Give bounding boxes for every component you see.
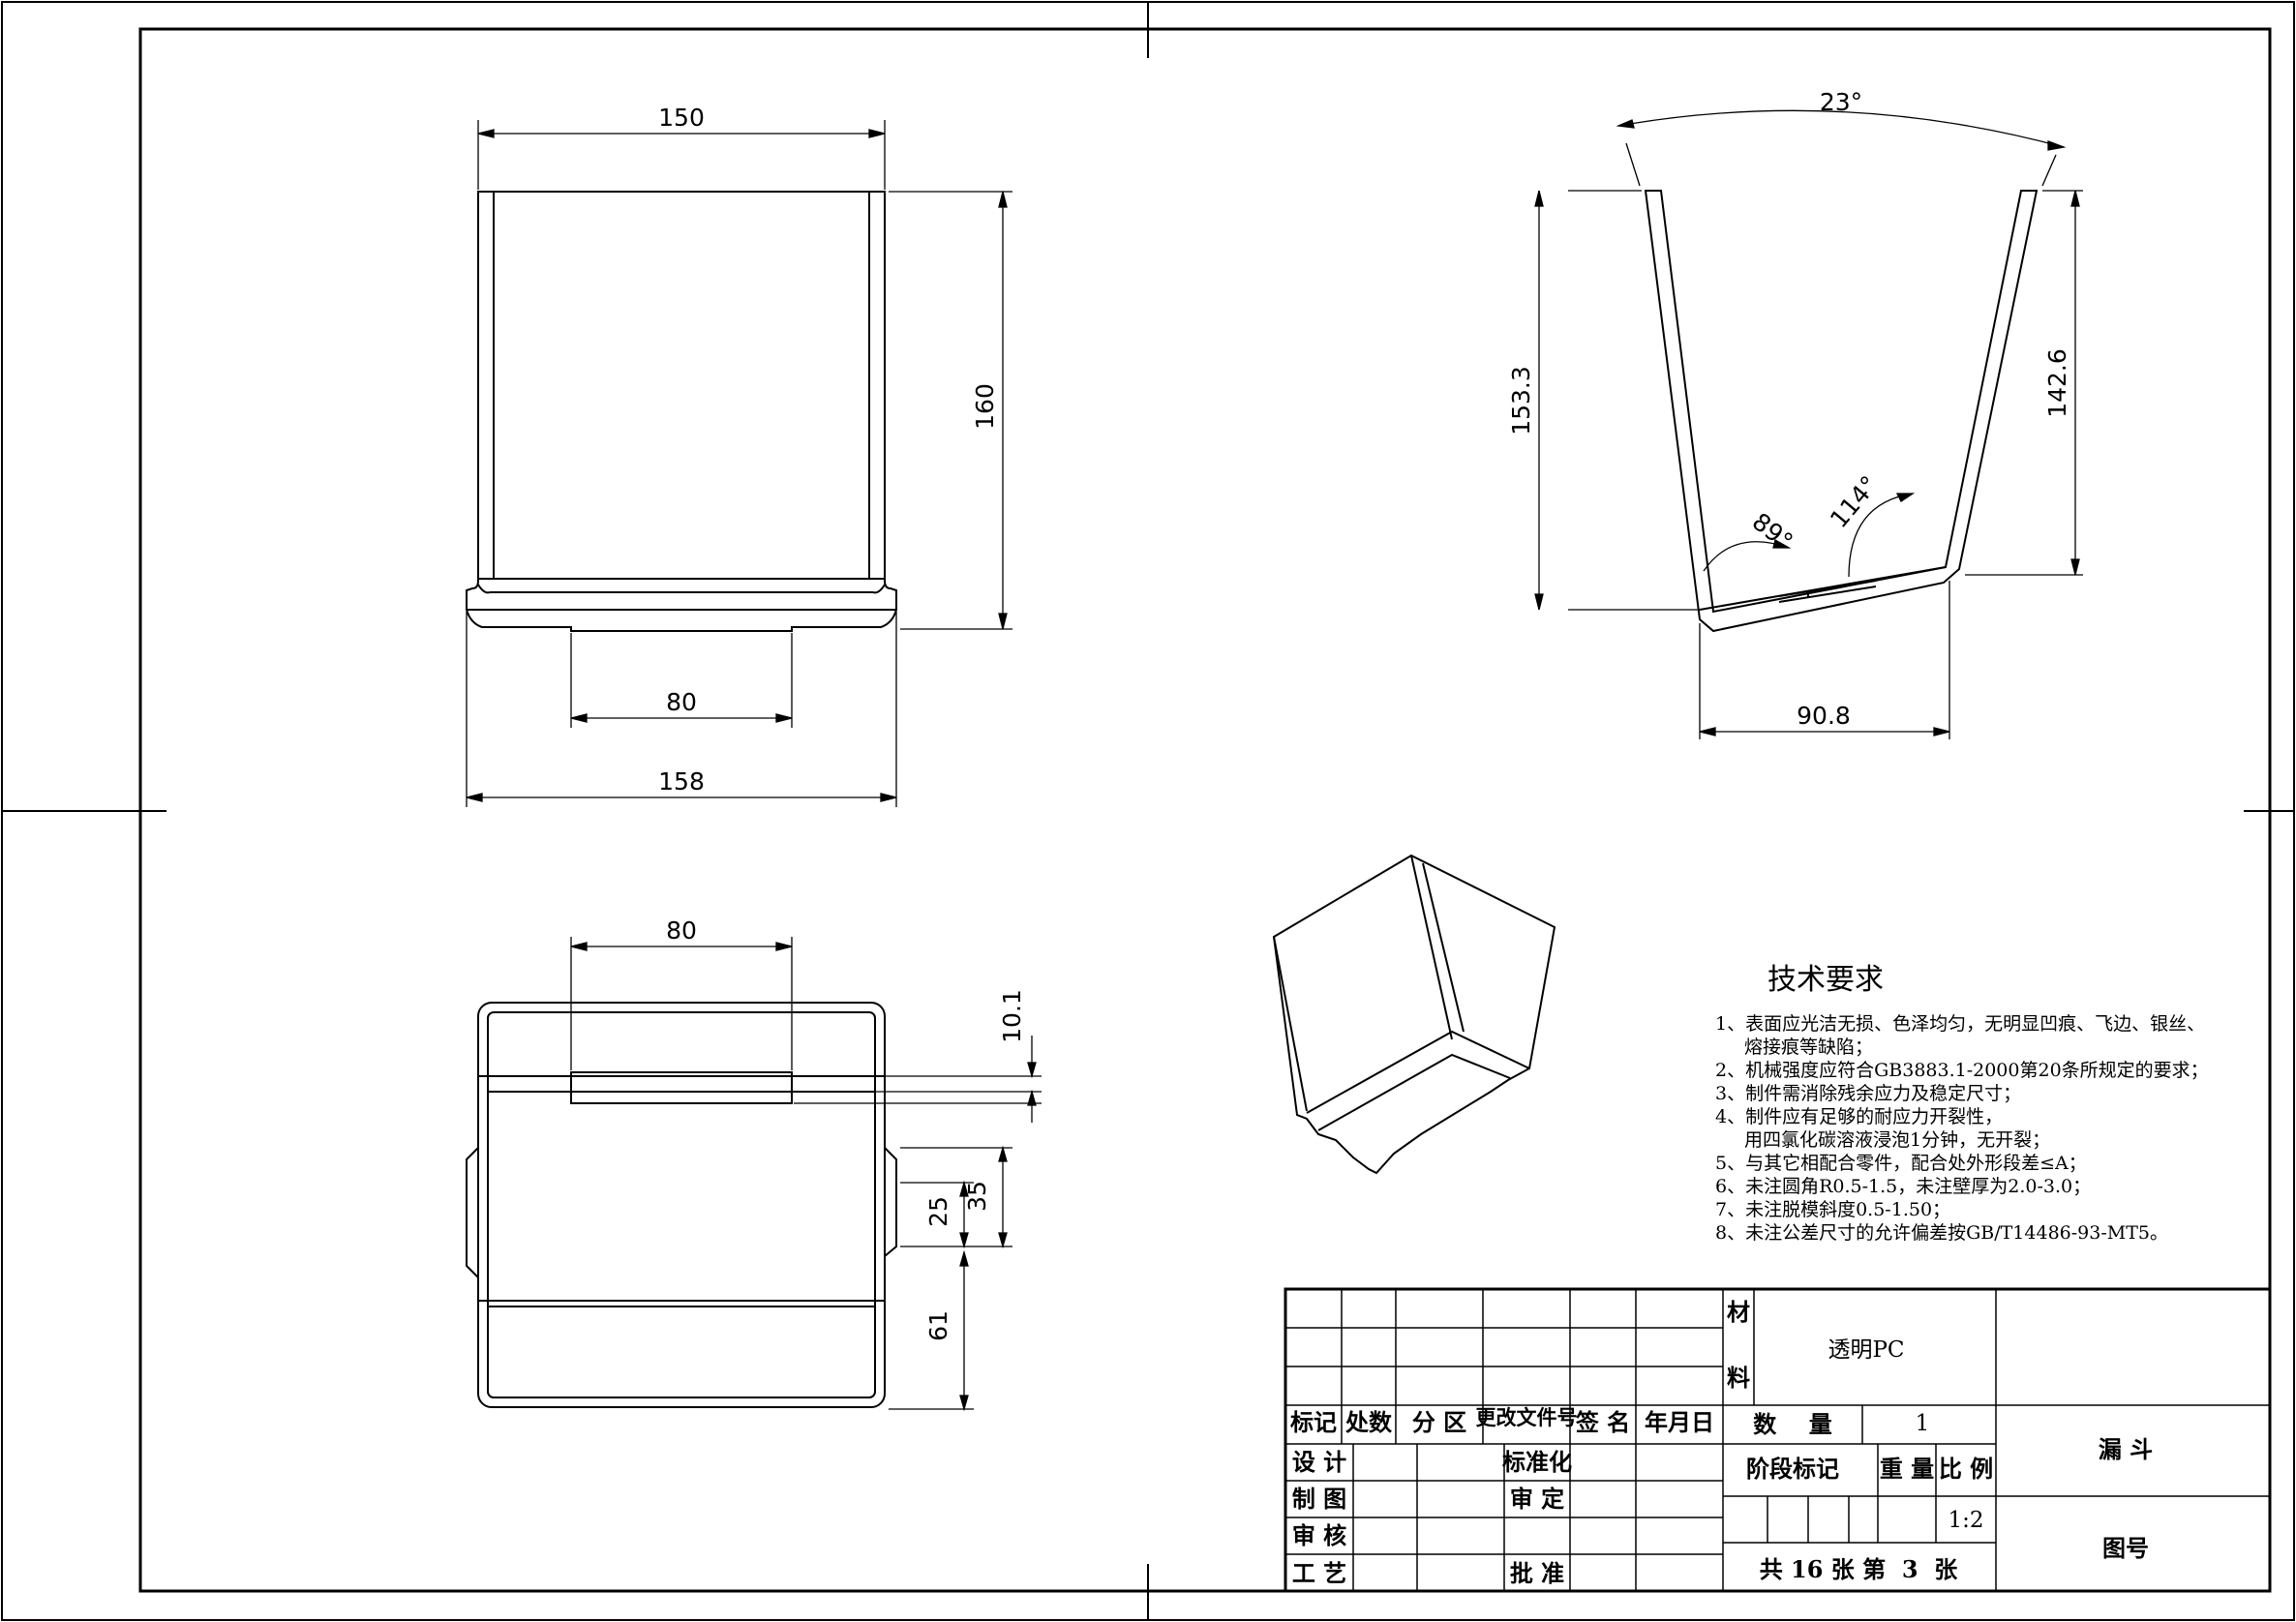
sign-label-design: 设 计 <box>1292 1448 1346 1476</box>
side-view <box>1644 190 2039 633</box>
sign-label-draw: 制 图 <box>1292 1485 1346 1513</box>
requirement-line: 8、未注公差尺寸的允许偏差按GB/T14486-93-MT5。 <box>1715 1222 2168 1244</box>
rev-header-date: 年月日 <box>1645 1408 1714 1436</box>
rev-header-mark: 标记 <box>1290 1408 1337 1436</box>
side-right-angle: 114° <box>1825 470 1884 533</box>
inner-border <box>138 27 2272 1593</box>
weight-label: 重 量 <box>1880 1455 1934 1483</box>
front-dimensions <box>466 120 1012 807</box>
side-right-height: 142.6 <box>2043 348 2071 418</box>
requirement-line: 1、表面应光洁无损、色泽均匀，无明显凹痕、飞边、银丝、 <box>1715 1013 2205 1035</box>
drawing-number-label: 图号 <box>2102 1534 2149 1562</box>
scale-label: 比 例 <box>1939 1455 1993 1483</box>
front-view <box>466 191 897 632</box>
part-name: 漏 斗 <box>2099 1435 2153 1463</box>
material-label-2: 料 <box>1727 1364 1750 1392</box>
requirement-line: 5、与其它相配合零件，配合处外形段差≤A； <box>1715 1153 2087 1174</box>
top-slot-width: 80 <box>666 916 697 945</box>
material-value: 透明PC <box>1828 1337 1904 1363</box>
side-angle-top: 23° <box>1820 88 1862 116</box>
requirement-line: 6、未注圆角R0.5-1.5，未注壁厚为2.0-3.0； <box>1715 1176 2091 1197</box>
front-height: 160 <box>971 383 999 430</box>
technical-requirements: 技术要求 1、表面应光洁无损、色泽均匀，无明显凹痕、飞边、银丝、 熔接痕等缺陷；… <box>1715 963 2209 1244</box>
top-tab-outer: 35 <box>963 1181 991 1212</box>
requirement-line: 用四氯化碳溶液浸泡1分钟，无开裂； <box>1744 1129 2050 1151</box>
rev-header-doc: 更改文件号 <box>1476 1405 1578 1429</box>
side-left-angle: 89° <box>1747 507 1798 556</box>
isometric-view <box>1272 854 1556 1175</box>
top-view <box>466 1002 897 1408</box>
top-lip: 10.1 <box>998 989 1026 1043</box>
sign-label-check: 审 核 <box>1292 1521 1346 1549</box>
title-block-text: 标记 处数 分 区 更改文件号 签 名 年月日 设 计 制 图 审 核 工 艺 … <box>1290 1298 2153 1587</box>
sheet-count: 共 16 张 第 3 张 <box>1760 1555 1959 1583</box>
front-overall-width: 158 <box>658 767 705 796</box>
sign-label-review: 审 定 <box>1510 1485 1564 1513</box>
qty-label: 数 量 <box>1753 1410 1831 1438</box>
sign-label-process: 工 艺 <box>1292 1559 1346 1587</box>
requirement-line: 7、未注脱模斜度0.5-1.50； <box>1715 1199 1950 1220</box>
rev-header-sign: 签 名 <box>1575 1408 1630 1436</box>
scale-value: 1:2 <box>1948 1508 1983 1533</box>
material-label-1: 材 <box>1727 1298 1750 1326</box>
requirement-line: 4、制件应有足够的耐应力开裂性， <box>1715 1106 2003 1127</box>
side-dimensions <box>1534 109 2083 739</box>
top-tab-inner: 25 <box>924 1196 952 1227</box>
qty-value: 1 <box>1916 1411 1930 1436</box>
sign-label-approve: 批 准 <box>1510 1559 1564 1587</box>
top-dimensions <box>570 937 1042 1412</box>
requirement-line: 3、制件需消除残余应力及稳定尺寸； <box>1715 1083 2021 1104</box>
front-top-width: 150 <box>658 104 705 132</box>
rev-header-count: 处数 <box>1344 1408 1393 1436</box>
requirements-title: 技术要求 <box>1767 963 1884 997</box>
title-block <box>1284 1287 2272 1593</box>
requirement-line: 2、机械强度应符合GB3883.1-2000第20条所规定的要求； <box>1715 1060 2209 1081</box>
side-left-height: 153.3 <box>1507 366 1535 436</box>
rev-header-zone: 分 区 <box>1412 1408 1466 1436</box>
requirement-line: 熔接痕等缺陷； <box>1744 1036 1873 1058</box>
stage-label: 阶段标记 <box>1746 1455 1839 1483</box>
side-bottom-width: 90.8 <box>1797 702 1851 730</box>
top-offset: 61 <box>924 1310 952 1341</box>
sign-label-standard: 标准化 <box>1502 1448 1572 1476</box>
front-base-width: 80 <box>666 688 697 716</box>
